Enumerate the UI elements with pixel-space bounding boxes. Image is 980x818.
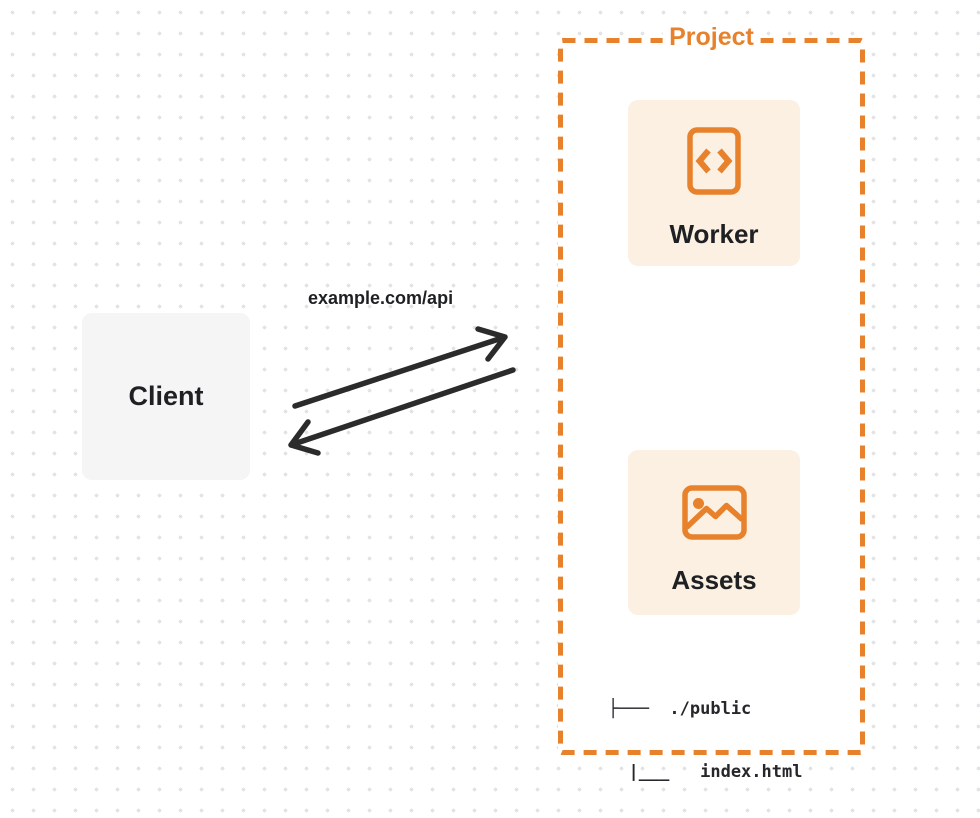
request-url-label: example.com/api — [308, 288, 454, 308]
response-arrow — [288, 367, 516, 456]
tree-line-public: ├─── ./public — [608, 699, 752, 719]
tree-line-index: |___ index.html — [608, 762, 803, 782]
worker-label: Worker — [669, 219, 759, 249]
image-assets-icon — [681, 485, 747, 540]
assets-node: Assets — [628, 450, 800, 615]
project-title: Project — [662, 23, 761, 52]
client-label: Client — [128, 381, 204, 411]
assets-label: Assets — [671, 565, 757, 595]
code-worker-icon — [687, 127, 741, 195]
file-tree: ├─── ./public |___ index.html |___ blog.… — [608, 657, 802, 818]
request-arrow — [292, 326, 508, 409]
worker-node: Worker — [628, 100, 800, 266]
project-boundary: Project Worker Assets ├─── ./public |___… — [558, 23, 865, 782]
client-node: Client — [82, 313, 250, 480]
